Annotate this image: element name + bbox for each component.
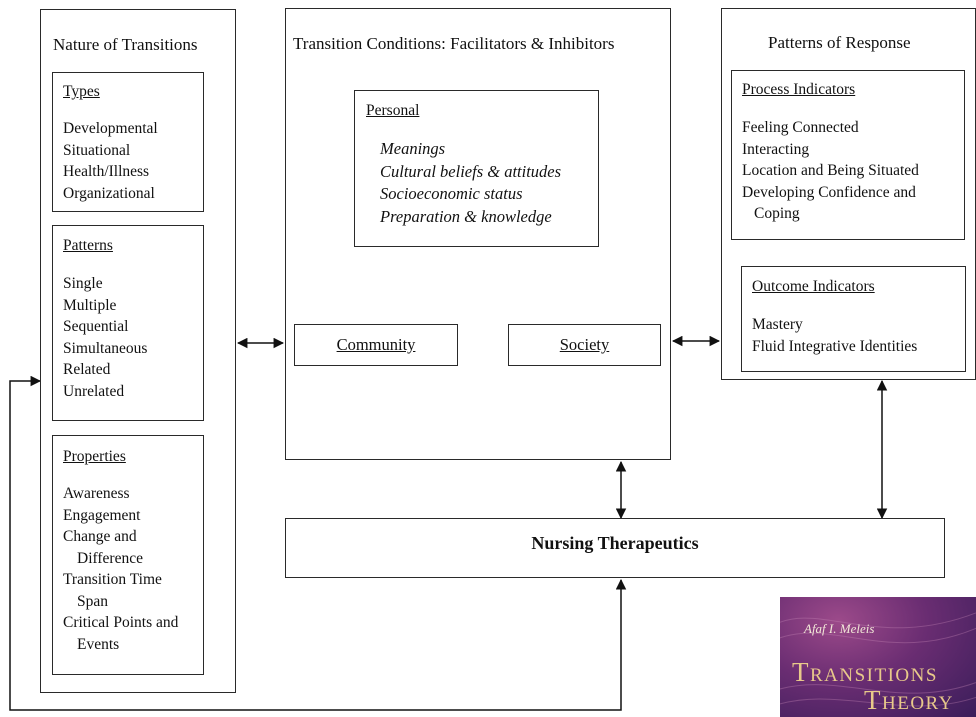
nature-title: Nature of Transitions bbox=[53, 35, 198, 54]
types-list: Developmental Situational Health/Illness… bbox=[63, 118, 158, 204]
feedback-loop bbox=[9, 375, 627, 711]
list-item: Critical Points and bbox=[63, 614, 179, 631]
nursing-therapeutics-label: Nursing Therapeutics bbox=[531, 533, 699, 553]
list-item: Interacting bbox=[742, 140, 810, 158]
community-box bbox=[294, 324, 458, 366]
patterns-heading: Patterns bbox=[63, 237, 113, 254]
outcome-indicators-box bbox=[741, 266, 966, 372]
list-item: Situational bbox=[63, 141, 131, 159]
personal-list: Meanings Cultural beliefs & attitudes So… bbox=[380, 138, 561, 228]
properties-heading: Properties bbox=[63, 448, 126, 465]
properties-list: Awareness Engagement Change and Differen… bbox=[63, 483, 178, 655]
outcome-list: Mastery Fluid Integrative Identities bbox=[752, 314, 917, 357]
list-item: Awareness bbox=[63, 485, 130, 502]
list-item: Meanings bbox=[380, 139, 446, 158]
society-label: Society bbox=[559, 335, 610, 354]
list-item: Engagement bbox=[63, 506, 141, 524]
properties-box bbox=[52, 435, 204, 675]
list-item: Mastery bbox=[752, 316, 803, 333]
list-item: Socioeconomic status bbox=[380, 184, 523, 203]
patterns-list: Single Multiple Sequential Simultaneous … bbox=[63, 273, 147, 402]
list-item: Multiple bbox=[63, 296, 117, 314]
personal-box bbox=[354, 90, 599, 247]
list-item: Span bbox=[77, 592, 108, 610]
list-item: Transition Time bbox=[63, 571, 162, 588]
list-item: Difference bbox=[77, 549, 143, 567]
cover-author: Afaf I. Meleis bbox=[804, 621, 875, 636]
types-box bbox=[52, 72, 204, 212]
list-item: Related bbox=[63, 361, 111, 378]
cover-swirl-decoration bbox=[780, 612, 976, 707]
list-item: Coping bbox=[754, 205, 800, 222]
process-list: Feeling Connected Interacting Location a… bbox=[742, 117, 919, 225]
book-cover-image: Afaf I. Meleis Transitions Theory bbox=[780, 597, 976, 717]
process-indicators-box bbox=[731, 70, 965, 240]
list-item: Health/Illness bbox=[63, 163, 150, 180]
list-item: Single bbox=[63, 275, 103, 292]
list-item: Cultural beliefs & attitudes bbox=[380, 161, 562, 181]
types-heading: Types bbox=[63, 83, 100, 100]
list-item: Fluid Integrative Identities bbox=[752, 337, 918, 355]
response-title: Patterns of Response bbox=[768, 33, 911, 52]
list-item: Feeling Connected bbox=[742, 119, 859, 136]
list-item: Simultaneous bbox=[63, 339, 148, 357]
conditions-title: Transition Conditions: Facilitators & In… bbox=[293, 34, 615, 53]
list-item: Unrelated bbox=[63, 382, 125, 400]
list-item: Organizational bbox=[63, 184, 155, 202]
society-box bbox=[508, 324, 661, 366]
outcome-heading: Outcome Indicators bbox=[752, 278, 875, 295]
cover-title-line2: Theory bbox=[864, 685, 954, 715]
process-heading: Process Indicators bbox=[742, 81, 856, 98]
list-item: Preparation & knowledge bbox=[380, 206, 552, 226]
list-item: Sequential bbox=[63, 318, 129, 335]
community-label: Community bbox=[336, 335, 416, 354]
list-item: Change and bbox=[63, 528, 137, 545]
list-item: Developmental bbox=[63, 120, 158, 137]
nursing-therapeutics-box bbox=[285, 518, 945, 578]
list-item: Developing Confidence and bbox=[742, 183, 916, 201]
patterns-box bbox=[52, 225, 204, 421]
list-item: Events bbox=[77, 635, 120, 653]
cover-title-line1: Transitions bbox=[792, 657, 938, 687]
list-item: Location and Being Situated bbox=[742, 162, 919, 179]
personal-heading: Personal bbox=[366, 102, 420, 119]
